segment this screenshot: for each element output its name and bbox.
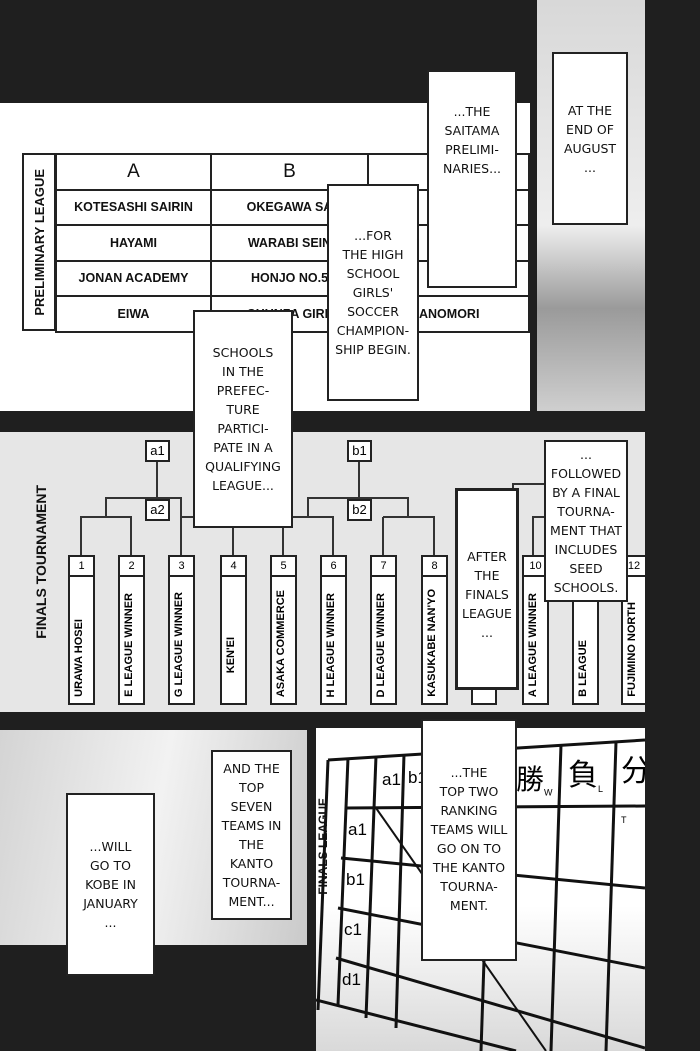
grid-col-a1: a1 bbox=[382, 770, 401, 789]
grid-row-b1: b1 bbox=[346, 870, 365, 889]
caption-seven: AND THE TOP SEVEN TEAMS IN THE KANTO TOU… bbox=[211, 750, 292, 920]
caption-kobe: ...WILL GO TO KOBE IN JANUARY ... bbox=[66, 793, 155, 976]
grid-head-tie: 分T bbox=[621, 755, 645, 825]
preliminary-league-label: PRELIMINARY LEAGUE bbox=[22, 153, 56, 331]
tag-a2: a2 bbox=[145, 499, 170, 521]
caption-after-finals: AFTER THE FINALS LEAGUE ... bbox=[455, 488, 519, 690]
grid-head-win: 勝W bbox=[516, 764, 553, 798]
column-header: A bbox=[55, 153, 212, 191]
caption-saitama: ...THE SAITAMA PRELIMI- NARIES... bbox=[427, 70, 517, 288]
tag-b1: b1 bbox=[347, 440, 372, 462]
grid-row-d1: d1 bbox=[342, 970, 361, 989]
grid-head-loss: 負L bbox=[568, 759, 604, 794]
finals-league-label: FINALS LEAGUE bbox=[316, 798, 330, 895]
tag-a1: a1 bbox=[145, 440, 170, 462]
grid-row-a1: a1 bbox=[348, 820, 367, 839]
caption-schools: SCHOOLS IN THE PREFEC- TURE PARTICI- PAT… bbox=[193, 310, 293, 528]
grid-row-c1: c1 bbox=[344, 920, 362, 939]
tag-b2: b2 bbox=[347, 499, 372, 521]
caption-august: AT THE END OF AUGUST ... bbox=[552, 52, 628, 225]
caption-top-two: ...THE TOP TWO RANKING TEAMS WILL GO ON … bbox=[421, 719, 517, 961]
caption-championship: ...FOR THE HIGH SCHOOL GIRLS' SOCCER CHA… bbox=[327, 184, 419, 401]
caption-followed: ... FOLLOWED BY A FINAL TOURNA- MENT THA… bbox=[544, 440, 628, 602]
